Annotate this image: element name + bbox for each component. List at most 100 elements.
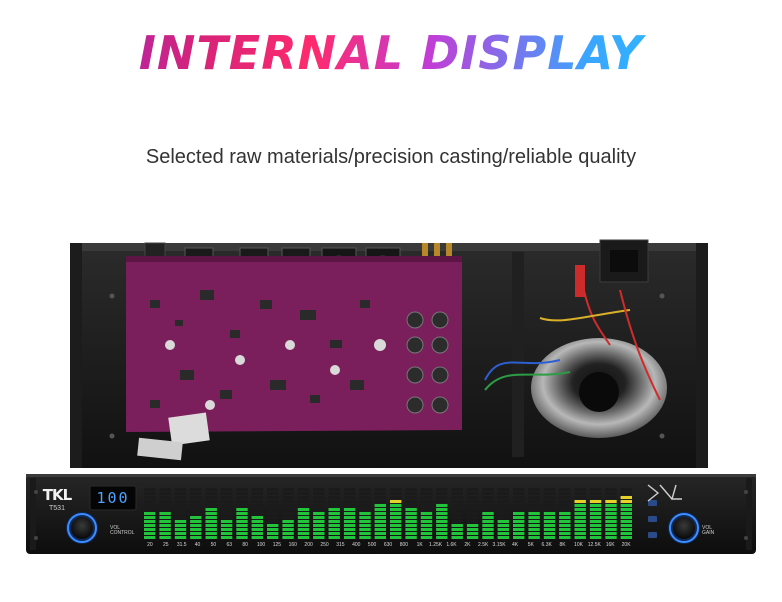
vu-segment xyxy=(466,500,479,503)
vu-segment xyxy=(589,528,602,531)
right-knob-label-2: GAIN xyxy=(702,530,715,536)
vu-segment xyxy=(328,508,340,511)
vu-segment xyxy=(620,492,632,495)
vu-segment xyxy=(420,520,433,523)
vu-segment xyxy=(251,492,263,495)
vu-segment xyxy=(313,500,325,503)
band-label: 160 xyxy=(288,542,297,548)
vu-segment xyxy=(297,516,310,519)
vu-segment xyxy=(497,516,509,519)
vu-segment xyxy=(267,512,279,515)
vu-segment xyxy=(451,516,463,519)
vu-segment xyxy=(528,512,540,515)
vu-segment xyxy=(405,528,417,531)
vu-segment xyxy=(436,488,448,491)
vu-segment xyxy=(282,500,294,503)
vu-segment xyxy=(174,524,187,527)
vu-segment xyxy=(220,488,233,491)
vu-segment xyxy=(574,520,586,523)
vu-segment xyxy=(482,508,494,511)
vu-segment xyxy=(620,512,632,515)
vu-segment xyxy=(220,516,233,519)
vu-segment xyxy=(343,524,356,527)
vu-segment xyxy=(436,536,448,539)
vu-segment xyxy=(574,504,586,507)
vu-segment xyxy=(605,500,617,503)
vu-segment xyxy=(574,524,586,527)
vu-segment xyxy=(374,516,386,519)
band-label: 16K xyxy=(605,542,615,548)
vu-segment xyxy=(466,524,479,527)
vu-segment xyxy=(328,532,340,535)
band-label: 100 xyxy=(256,542,266,548)
vu-segment xyxy=(605,516,617,519)
vu-segment xyxy=(466,512,479,515)
vu-segment xyxy=(420,492,433,495)
vu-segment xyxy=(359,488,371,491)
vu-segment xyxy=(159,536,171,539)
vu-segment xyxy=(267,520,279,523)
vu-segment xyxy=(528,524,540,527)
vu-segment xyxy=(482,528,494,531)
led-display xyxy=(89,485,137,511)
vu-segment xyxy=(374,504,386,507)
vu-segment xyxy=(528,488,540,491)
vu-segment xyxy=(174,528,187,531)
vu-segment xyxy=(513,508,525,511)
vu-segment xyxy=(390,532,402,535)
vu-segment xyxy=(174,512,187,515)
vu-segment xyxy=(359,520,371,523)
vu-segment xyxy=(543,508,556,511)
vu-segment xyxy=(159,508,171,511)
panel-button-2[interactable] xyxy=(648,516,657,522)
band-label: 4K xyxy=(511,542,519,548)
vu-segment xyxy=(313,516,325,519)
vu-segment xyxy=(497,492,509,495)
vu-segment xyxy=(390,512,402,515)
vu-segment xyxy=(436,528,448,531)
vu-segment xyxy=(190,492,202,495)
vu-segment xyxy=(528,528,540,531)
vu-segment xyxy=(220,492,233,495)
vu-segment xyxy=(328,528,340,531)
vu-segment xyxy=(220,520,233,523)
vu-segment xyxy=(220,504,233,507)
vu-segment xyxy=(313,496,325,499)
vu-segment xyxy=(620,528,632,531)
vu-segment xyxy=(405,512,417,515)
left-knob[interactable] xyxy=(66,512,98,544)
model-label: T531 xyxy=(49,505,65,512)
vu-segment xyxy=(482,492,494,495)
vu-segment xyxy=(605,532,617,535)
vu-segment xyxy=(343,492,356,495)
vu-segment xyxy=(620,524,632,527)
panel-button-3[interactable] xyxy=(648,532,657,538)
vu-segment xyxy=(282,528,294,531)
vu-segment xyxy=(220,496,233,499)
vu-segment xyxy=(236,492,248,495)
band-label: 12.5K xyxy=(587,542,601,548)
vu-segment xyxy=(451,508,463,511)
vu-segment xyxy=(359,524,371,527)
vu-segment xyxy=(205,492,217,495)
vu-segment xyxy=(236,516,248,519)
vu-segment xyxy=(251,528,263,531)
vu-segment xyxy=(451,520,463,523)
vu-segment xyxy=(297,496,310,499)
vu-segment xyxy=(466,492,479,495)
right-knob[interactable] xyxy=(668,512,700,544)
vu-segment xyxy=(343,532,356,535)
vu-segment xyxy=(205,528,217,531)
vu-segment xyxy=(513,504,525,507)
vu-segment xyxy=(528,500,540,503)
vu-segment xyxy=(205,520,217,523)
vu-segment xyxy=(328,520,340,523)
vu-segment xyxy=(605,488,617,491)
panel-button-1[interactable] xyxy=(648,500,657,506)
vu-segment xyxy=(405,532,417,535)
vu-segment xyxy=(559,520,571,523)
vu-segment xyxy=(144,536,156,539)
vu-segment xyxy=(436,504,448,507)
vu-segment xyxy=(513,536,525,539)
vu-segment xyxy=(343,508,356,511)
